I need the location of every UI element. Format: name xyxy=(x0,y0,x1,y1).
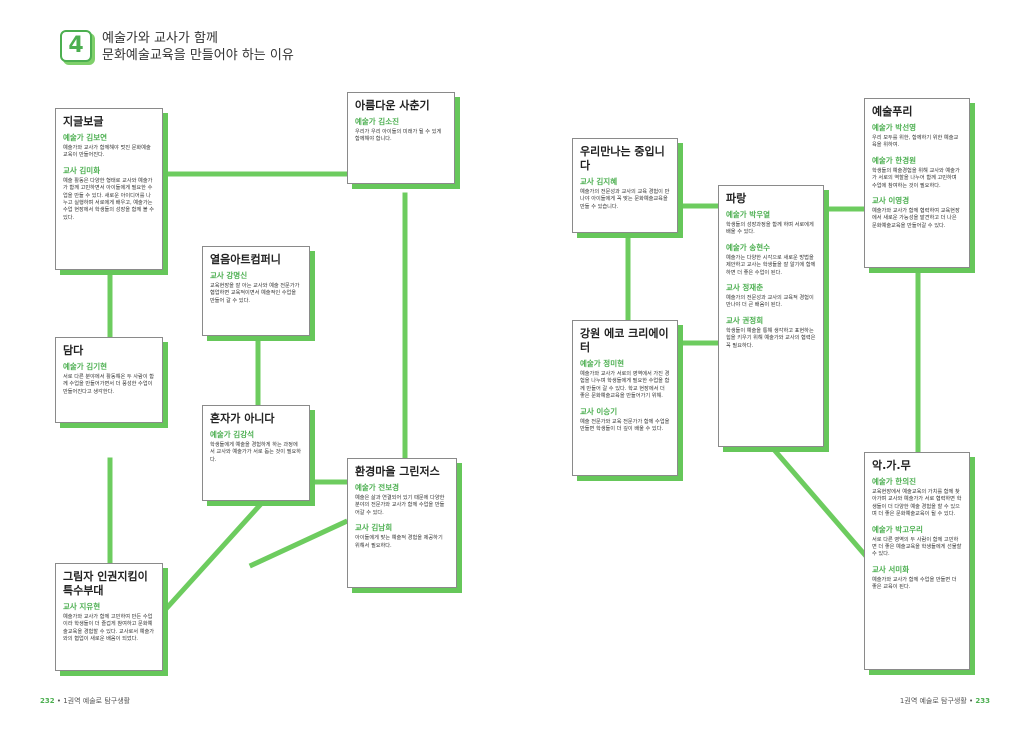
connector-line xyxy=(248,518,349,569)
card-text: 학생들에게 예술을 경험하게 하는 과정에서 교사와 예술가가 서로 돕는 것이… xyxy=(210,442,302,463)
card-text: 교육현장을 잘 아는 교사와 예술 전문가가 협업하면 교육적이면서 예술적인 … xyxy=(210,283,300,304)
page-number-left: 232 xyxy=(40,697,55,705)
card-beautiful-puberty: 아름다운 사춘기 예술가 김소진 우리가 우리 아이들의 미래가 될 수 있게 … xyxy=(347,92,455,184)
card-role: 교사 서미화 xyxy=(872,564,910,574)
card-text: 예술 전문가와 교육 전문가가 함께 수업을 만들면 학생들이 더 깊이 배울 … xyxy=(580,418,670,433)
card-text: 서로 다른 영역의 두 사람이 함께 고민하면 더 좋은 예술교육을 학생들에게… xyxy=(872,536,962,558)
card-title: 악.가.무 xyxy=(872,459,911,472)
card-role: 교사 김지혜 xyxy=(580,177,618,186)
section-number-badge: 4 xyxy=(60,30,92,62)
card-jigeulbogeul: 지글보글 예술가 김보연 예술가와 교사가 함께해야 멋진 문화예술 교육이 만… xyxy=(55,108,163,270)
card-text: 예술가와 교사가 함께 수업을 만들면 더 좋은 교육이 된다. xyxy=(872,576,957,591)
footer-right-text: 1권역 예술로 탐구생활 • xyxy=(899,697,974,705)
section-title-line2: 문화예술교육을 만들어야 하는 이유 xyxy=(102,48,294,63)
card-role: 교사 김미화 xyxy=(63,165,101,175)
card-shadow-human-rights: 그림자 인권지킴이 특수부대 교사 지유현 예술가와 교사가 함께 고민하여 만… xyxy=(55,563,163,671)
card-damda: 담다 예술가 김기현 서로 다른 분야에서 활동해온 두 사람이 함께 수업을 … xyxy=(55,337,163,423)
card-text: 예술가와 교사가 함께 고민하여 만든 수업이라 학생들이 더 즐겁게 참여하고… xyxy=(63,614,155,643)
card-title: 그림자 인권지킴이 특수부대 xyxy=(63,570,148,597)
card-text: 예술가는 다양한 시각으로 새로운 방법을 제안하고 교사는 학생들을 잘 알기… xyxy=(726,254,816,276)
card-text: 예술가와 교사가 함께해야 멋진 문화예술 교육이 만들어진다. xyxy=(63,145,151,159)
card-title: 예술푸리 xyxy=(872,105,913,118)
connector-line xyxy=(161,501,264,614)
section-title: 예술가와 교사가 함께 문화예술교육을 만들어야 하는 이유 xyxy=(102,30,294,64)
card-text: 학생들이 예술을 통해 생각하고 표현하는 힘을 키우기 위해 예술가와 교사의… xyxy=(726,327,816,349)
card-text: 학생들의 예술경험을 위해 교사와 예술가가 서로의 역할을 나누어 함께 고민… xyxy=(872,167,960,189)
connector-line xyxy=(766,441,869,559)
footer-left-text: • 1권역 예술로 탐구생활 xyxy=(56,697,131,705)
card-eco-village-greenjus: 환경마을 그린저스 예술가 전보경 예술은 삶과 연결되어 있기 때문에 다양한… xyxy=(347,458,457,588)
card-role: 예술가 김보연 xyxy=(63,133,108,142)
card-art-puri: 예술푸리 예술가 박선영 우리 모두를 위한, 함께하기 위한 예술교육을 위하… xyxy=(864,98,970,268)
card-text: 우리 모두를 위한, 함께하기 위한 예술교육을 위하여. xyxy=(872,135,959,149)
card-title: 지글보글 xyxy=(63,115,104,128)
card-role: 예술가 박우열 xyxy=(726,210,771,219)
card-role: 예술가 한의진 xyxy=(872,477,917,486)
section-header: 4 예술가와 교사가 함께 문화예술교육을 만들어야 하는 이유 xyxy=(60,30,294,64)
card-title: 담다 xyxy=(63,344,84,357)
card-text: 예술가의 전문성과 교사의 교육 경험이 만나야 아이들에게 꼭 맞는 문화예술… xyxy=(580,189,670,210)
card-title: 아름다운 사춘기 xyxy=(355,99,430,112)
card-title: 우리만나는 중입니다 xyxy=(580,145,665,172)
section-title-line1: 예술가와 교사가 함께 xyxy=(102,31,218,46)
card-title: 혼자가 아니다 xyxy=(210,412,275,425)
card-role: 예술가 박고우리 xyxy=(872,524,923,534)
card-text: 예술은 삶과 연결되어 있기 때문에 다양한 분야의 전문가와 교사가 함께 수… xyxy=(355,495,445,516)
card-role: 교사 정재춘 xyxy=(726,283,764,293)
card-role: 예술가 한경원 xyxy=(872,155,917,165)
card-role: 예술가 전보경 xyxy=(355,483,400,492)
card-role: 예술가 김소진 xyxy=(355,117,400,126)
card-text: 예술가와 교사가 함께 협력하여 교육현장에서 새로운 가능성을 발견하고 더 … xyxy=(872,208,960,229)
card-parang: 파랑 예술가 박우열 학생들의 성장과정을 함께 하며 서로에게 배울 수 있다… xyxy=(718,185,824,447)
card-text: 우리가 우리 아이들의 미래가 될 수 있게 함께해야 합니다. xyxy=(355,129,442,143)
card-text: 예술가와 교사가 서로의 영역에서 가진 경험을 나누며 학생들에게 필요한 수… xyxy=(580,371,670,400)
card-text: 서로 다른 분야에서 활동해온 두 사람이 함께 수업을 만들어가면서 더 풍성… xyxy=(63,374,155,395)
card-role: 교사 이승기 xyxy=(580,406,618,416)
card-text: 예술 활동은 다양한 형태로 교사와 예술가가 함께 고민하면서 아이들에게 필… xyxy=(63,177,155,221)
card-title: 환경마을 그린저스 xyxy=(355,465,440,478)
card-role: 예술가 박선영 xyxy=(872,123,917,132)
card-role: 예술가 김강석 xyxy=(210,430,255,439)
card-not-alone: 혼자가 아니다 예술가 김강석 학생들에게 예술을 경험하게 하는 과정에서 교… xyxy=(202,405,310,501)
footer-left: 232 • 1권역 예술로 탐구생활 xyxy=(40,696,130,706)
card-gangwon-eco-creator: 강원 에코 크리에이터 예술가 정미현 예술가와 교사가 서로의 영역에서 가진… xyxy=(572,320,678,476)
card-we-are-meeting: 우리만나는 중입니다 교사 김지혜 예술가의 전문성과 교사의 교육 경험이 만… xyxy=(572,138,678,233)
card-title: 열음아트컴퍼니 xyxy=(210,253,281,266)
card-text: 아이들에게 맞는 예술적 경험을 제공하기 위해서 필요하다. xyxy=(355,535,443,549)
card-yeoleum-art: 열음아트컴퍼니 교사 강명신 교육현장을 잘 아는 교사와 예술 전문가가 협업… xyxy=(202,246,310,336)
card-role: 교사 김남희 xyxy=(355,523,393,533)
card-text: 교육현장에서 예술교육의 가치를 함께 찾아가며 교사와 예술가가 서로 협력하… xyxy=(872,489,962,518)
page-number-right: 233 xyxy=(975,697,990,705)
card-text: 예술가의 전문성과 교사의 교육적 경험이 만나야 더 큰 배움이 된다. xyxy=(726,295,814,309)
card-role: 예술가 정미현 xyxy=(580,359,625,368)
card-role: 교사 강명신 xyxy=(210,271,248,280)
card-role: 예술가 김기현 xyxy=(63,362,108,371)
card-text: 학생들의 성장과정을 함께 하며 서로에게 배울 수 있다. xyxy=(726,222,814,236)
card-ak-ga-mu: 악.가.무 예술가 한의진 교육현장에서 예술교육의 가치를 함께 찾아가며 교… xyxy=(864,452,970,670)
card-role: 예술가 송현수 xyxy=(726,242,771,252)
footer-right: 1권역 예술로 탐구생활 • 233 xyxy=(900,696,990,706)
card-role: 교사 지유현 xyxy=(63,602,101,611)
card-role: 교사 이영경 xyxy=(872,196,910,206)
card-title: 강원 에코 크리에이터 xyxy=(580,327,669,354)
card-title: 파랑 xyxy=(726,192,747,205)
card-role: 교사 권정희 xyxy=(726,315,764,325)
